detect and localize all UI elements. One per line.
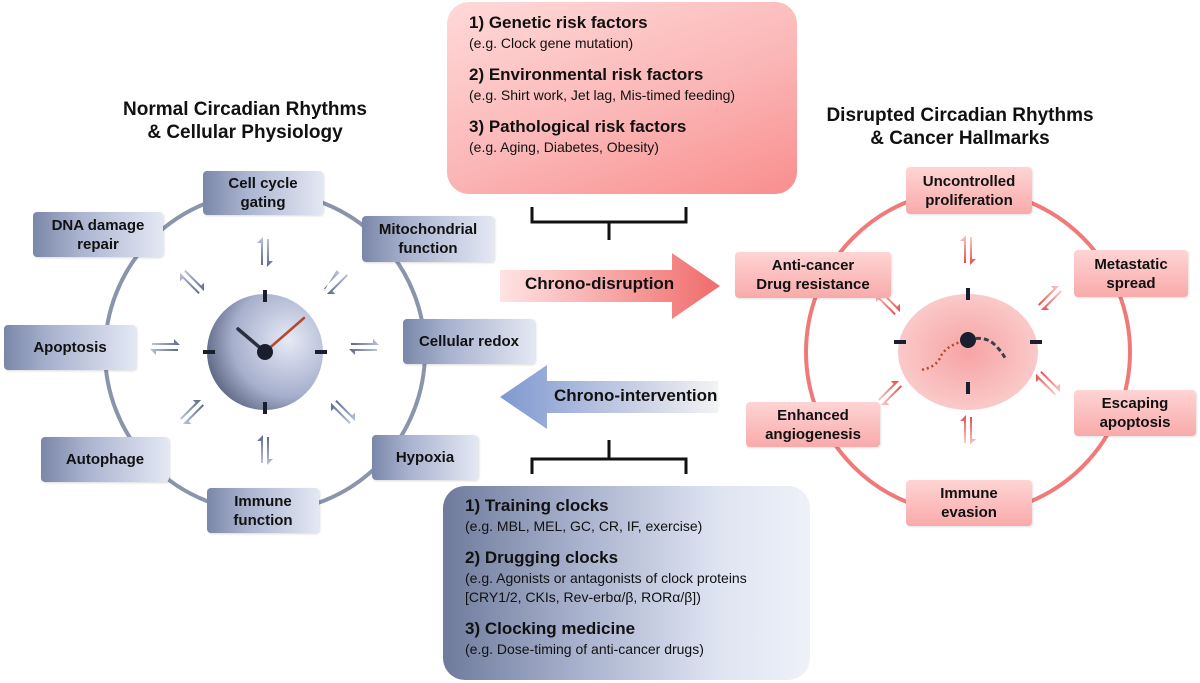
double-arrow-icon bbox=[960, 415, 976, 445]
left-double-arrows bbox=[150, 237, 379, 465]
interventions-box: 1) Training clocks (e.g. MBL, MEL, GC, C… bbox=[443, 486, 810, 680]
double-arrow-icon bbox=[330, 399, 356, 425]
right-double-arrows bbox=[875, 235, 1063, 445]
double-arrow-icon bbox=[257, 237, 273, 267]
left-title-line1: Normal Circadian Rhythms bbox=[123, 99, 367, 120]
risk-factor-heading: 1) Genetic risk factors bbox=[469, 13, 648, 32]
node-label: evasion bbox=[941, 504, 997, 521]
double-arrow-icon bbox=[179, 269, 205, 295]
node-label: Cellular redox bbox=[418, 333, 520, 350]
node-label: Immune bbox=[940, 485, 998, 502]
intervention-detail-cont: [CRY1/2, CKIs, Rev-erbα/β, RORα/β]) bbox=[465, 589, 701, 605]
double-arrow-icon bbox=[179, 399, 205, 425]
right-panel-title: Disrupted Circadian Rhythms & Cancer Hal… bbox=[815, 104, 1105, 150]
node-label: proliferation bbox=[925, 191, 1013, 209]
minute-hand bbox=[263, 316, 306, 354]
node-label: gating bbox=[240, 194, 286, 211]
node-label: Escaping bbox=[1101, 395, 1169, 412]
node-hypoxia: Hypoxia bbox=[372, 435, 478, 480]
intervention-detail: (e.g. Agonists or antagonists of clock p… bbox=[465, 570, 747, 586]
node-label: Metastatic bbox=[1094, 255, 1168, 273]
risk-factor-heading: 3) Pathological risk factors bbox=[469, 117, 687, 136]
node-label: Anti-cancer bbox=[771, 257, 855, 274]
double-arrow-icon bbox=[1037, 285, 1063, 311]
node-enhanced-angiogenesis: Enhanced angiogenesis bbox=[746, 402, 880, 447]
double-arrow-icon bbox=[877, 380, 903, 406]
bottom-bracket bbox=[530, 440, 688, 474]
double-arrow-icon bbox=[257, 435, 273, 465]
node-label: Immune bbox=[234, 492, 292, 510]
node-label: Enhanced bbox=[777, 406, 849, 424]
risk-factor-detail: (e.g. Shirt work, Jet lag, Mis-timed fee… bbox=[469, 87, 736, 103]
left-panel-title: Normal Circadian Rhythms & Cellular Phys… bbox=[100, 98, 390, 144]
node-autophage: Autophage bbox=[41, 437, 169, 482]
node-label: Mitochondrial bbox=[378, 221, 478, 238]
disrupted-clock bbox=[894, 288, 1042, 410]
risk-factors-box: 1) Genetic risk factors (e.g. Clock gene… bbox=[447, 2, 797, 194]
node-immune-function: Immune function bbox=[207, 488, 319, 533]
double-arrow-icon bbox=[323, 269, 349, 295]
broken-hand-dark bbox=[967, 336, 1007, 359]
node-anti-cancer-drug-resistance: Anti-cancer Drug resistance bbox=[735, 252, 891, 298]
node-apoptosis: Apoptosis bbox=[4, 325, 136, 370]
node-label: spread bbox=[1106, 274, 1156, 292]
node-label: Drug resistance bbox=[756, 276, 870, 293]
node-label: Cell cycle bbox=[228, 175, 298, 192]
node-uncontrolled-proliferation: Uncontrolled proliferation bbox=[906, 167, 1032, 214]
intervention-detail: (e.g. Dose-timing of anti-cancer drugs) bbox=[465, 641, 704, 657]
intervention-heading: 3) Clocking medicine bbox=[465, 619, 636, 638]
risk-factor-detail: (e.g. Aging, Diabetes, Obesity) bbox=[469, 139, 659, 155]
node-label: DNA damage bbox=[51, 216, 145, 234]
node-cellular-redox: Cellular redox bbox=[403, 319, 535, 364]
node-label: angiogenesis bbox=[765, 425, 861, 443]
node-immune-evasion: Immune evasion bbox=[906, 480, 1032, 526]
node-cell-cycle-gating: Cell cycle gating bbox=[203, 171, 323, 215]
node-label: Hypoxia bbox=[395, 449, 455, 466]
intervention-detail: (e.g. MBL, MEL, GC, CR, IF, exercise) bbox=[465, 518, 703, 534]
risk-factor-heading: 2) Environmental risk factors bbox=[469, 65, 704, 84]
double-arrow-icon bbox=[150, 339, 180, 355]
left-title-line2: & Cellular Physiology bbox=[147, 122, 343, 143]
chrono-disruption-label: Chrono-disruption bbox=[525, 274, 675, 293]
double-arrow-icon bbox=[349, 339, 379, 355]
node-escaping-apoptosis: Escaping apoptosis bbox=[1074, 390, 1196, 436]
right-title-line2: & Cancer Hallmarks bbox=[870, 128, 1050, 149]
chrono-disruption-arrow bbox=[500, 253, 720, 319]
node-label: apoptosis bbox=[1099, 414, 1171, 431]
node-label: repair bbox=[77, 235, 119, 253]
double-arrow-icon bbox=[1035, 370, 1061, 396]
double-arrow-icon bbox=[960, 235, 976, 265]
node-label: function bbox=[233, 511, 293, 529]
risk-factor-detail: (e.g. Clock gene mutation) bbox=[469, 35, 634, 51]
top-bracket bbox=[530, 207, 688, 240]
broken-hand-red bbox=[919, 338, 969, 372]
right-title-line1: Disrupted Circadian Rhythms bbox=[826, 105, 1094, 126]
node-label: Apoptosis bbox=[33, 339, 107, 356]
node-metastatic-spread: Metastatic spread bbox=[1074, 250, 1188, 297]
chrono-intervention-label: Chrono-intervention bbox=[554, 386, 718, 405]
node-dna-damage-repair: DNA damage repair bbox=[33, 212, 163, 257]
intervention-heading: 2) Drugging clocks bbox=[465, 548, 619, 567]
node-mitochondrial-function: Mitochondrial function bbox=[362, 216, 494, 262]
node-label: function bbox=[398, 240, 458, 257]
chrono-intervention-arrow bbox=[500, 365, 718, 429]
node-label: Autophage bbox=[65, 451, 145, 468]
normal-clock bbox=[203, 290, 327, 414]
intervention-heading: 1) Training clocks bbox=[465, 496, 609, 515]
node-label: Uncontrolled bbox=[922, 172, 1016, 190]
